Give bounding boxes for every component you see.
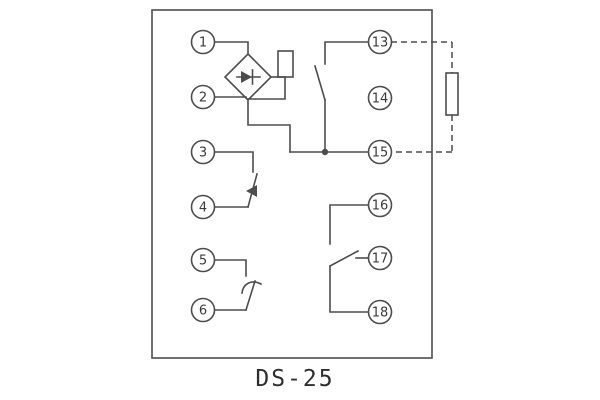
terminal-14: 14 xyxy=(367,85,393,111)
terminal-circle xyxy=(190,297,216,323)
wire-terminal16-lead xyxy=(329,204,370,245)
terminal-circle xyxy=(367,85,393,111)
wire-terminal3-lead xyxy=(213,151,254,173)
terminal-number: 14 xyxy=(372,92,389,107)
wire-terminal13-lead xyxy=(324,41,370,65)
terminal-circle xyxy=(190,29,216,55)
contact-3-4-arrow-icon xyxy=(246,185,257,197)
terminal-1: 1 xyxy=(190,29,216,55)
terminal-3: 3 xyxy=(190,139,216,165)
terminal-circle xyxy=(367,139,393,165)
wire-terminal1-lead xyxy=(213,41,249,55)
terminal-circle xyxy=(367,29,393,55)
model-caption: DS-25 xyxy=(255,366,334,392)
terminal-number: 2 xyxy=(199,91,207,106)
terminal-4: 4 xyxy=(190,194,216,220)
terminal-15: 15 xyxy=(367,139,393,165)
terminal-circle xyxy=(190,194,216,220)
terminal-circle xyxy=(367,299,393,325)
terminal-number: 3 xyxy=(199,146,207,161)
terminal-circle xyxy=(367,245,393,271)
terminal-number: 6 xyxy=(199,304,207,319)
diagram-border xyxy=(151,9,433,359)
wire-coil-bottom-bus xyxy=(247,76,286,100)
external-resistor-symbol xyxy=(445,72,459,116)
terminal-18: 18 xyxy=(367,299,393,325)
contact-5-6-arm xyxy=(244,279,257,312)
wire-terminal5-lead xyxy=(213,259,247,277)
contact-13-15-arm xyxy=(314,65,326,101)
terminal-circle xyxy=(367,192,393,218)
contact-5-6-hook xyxy=(241,281,263,294)
terminal-number: 15 xyxy=(372,146,389,161)
terminal-5: 5 xyxy=(190,247,216,273)
relay-coil-symbol xyxy=(277,50,294,78)
terminal-number: 16 xyxy=(372,199,389,214)
terminal-6: 6 xyxy=(190,297,216,323)
terminal-17: 17 xyxy=(367,245,393,271)
terminal-circle xyxy=(190,247,216,273)
terminal-2: 2 xyxy=(190,84,216,110)
contact-16-17-arm xyxy=(328,249,360,268)
wire-output-to-junction xyxy=(247,99,291,153)
wire-terminal18-lead xyxy=(329,265,370,313)
terminal-number: 4 xyxy=(199,201,207,216)
terminal-13: 13 xyxy=(367,29,393,55)
terminal-circle xyxy=(190,84,216,110)
diode-icon xyxy=(241,71,252,83)
terminal-16: 16 xyxy=(367,192,393,218)
terminal-number: 18 xyxy=(372,306,389,321)
terminal-number: 17 xyxy=(372,252,389,267)
terminal-circle xyxy=(190,139,216,165)
terminal-number: 13 xyxy=(372,36,389,51)
terminal-number: 1 xyxy=(199,36,207,51)
junction-dot xyxy=(321,148,329,156)
terminal-layer: 1 2 3 4 5 6 13 14 15 16 17 18 xyxy=(190,29,393,325)
terminal-number: 5 xyxy=(199,254,207,269)
